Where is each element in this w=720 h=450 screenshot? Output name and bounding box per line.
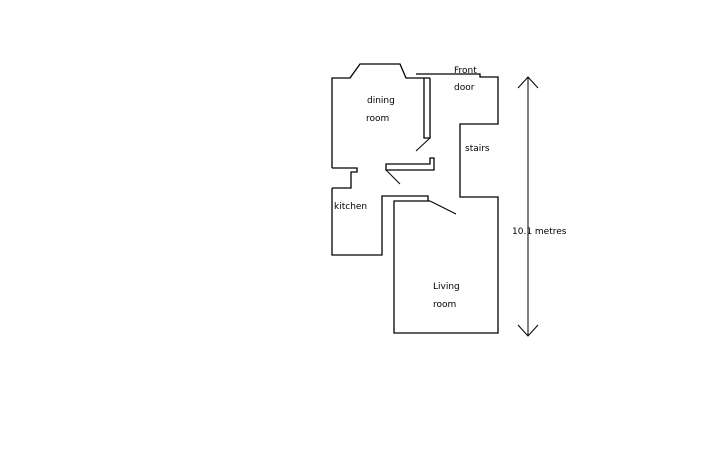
stairs-label: stairs	[465, 144, 490, 154]
kitchen-walls	[331, 188, 429, 256]
dining-room-right-wall	[423, 78, 431, 139]
living-room-label-2: room	[433, 300, 456, 310]
dimension-arrow-top	[517, 76, 539, 89]
hall-partition	[385, 157, 435, 171]
living-room-label-1: Living	[433, 282, 460, 292]
dining-room-label-1: dining	[367, 96, 395, 106]
dining-door-swing	[415, 137, 431, 152]
front-wall	[393, 73, 499, 334]
dining-room-label-2: room	[366, 114, 389, 124]
dimension-label: 10.1 metres	[512, 227, 567, 237]
dining-bottom-wall	[332, 167, 358, 189]
living-door-swing	[429, 200, 457, 215]
hall-door-swing	[385, 169, 401, 185]
dimension-arrow-bottom	[517, 324, 539, 337]
front-door-label-2: door	[454, 83, 475, 93]
dining-room-walls	[331, 63, 430, 168]
kitchen-label: kitchen	[334, 202, 367, 212]
front-door-label-1: Front	[454, 66, 477, 76]
